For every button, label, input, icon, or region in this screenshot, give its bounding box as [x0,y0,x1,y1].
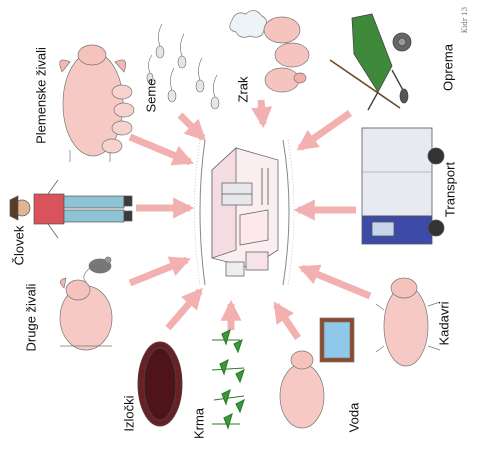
arrow-druge [130,260,187,283]
label-voda: Voda [347,398,362,438]
carcass-illustration [376,278,440,366]
label-izlocki: Izločki [122,387,137,441]
label-clovek: Človek [12,221,27,271]
label-plemenske-zivali: Plemenske živali [34,41,49,151]
arrow-seme [180,115,203,138]
arrow-zrak [261,100,263,124]
farm-building [195,140,295,285]
label-krma: Krma [192,404,207,444]
water-illustration [280,318,354,428]
breeding-pigs-illustration [60,45,134,162]
label-oprema: Oprema [441,38,456,98]
label-zrak: Zrak [236,70,251,110]
feed-plants-illustration [212,330,244,428]
other-animals-illustration [60,257,112,350]
arrow-oprema [300,113,350,148]
label-druge-zivali: Druge živali [24,273,39,363]
label-seme: Seme [144,71,159,121]
artist-signature: Kidr 13 [461,7,469,33]
person-illustration [10,180,132,238]
label-kadavri: Kadavri [437,294,452,354]
excrement-illustration [138,342,182,426]
label-transport: Transport [443,150,458,230]
arrow-izlocki [168,291,200,328]
arrow-plemenske [130,137,190,162]
truck-illustration [362,128,444,244]
equipment-illustration [330,14,411,110]
arrow-kadavri [302,268,370,296]
arrow-voda [276,305,298,338]
